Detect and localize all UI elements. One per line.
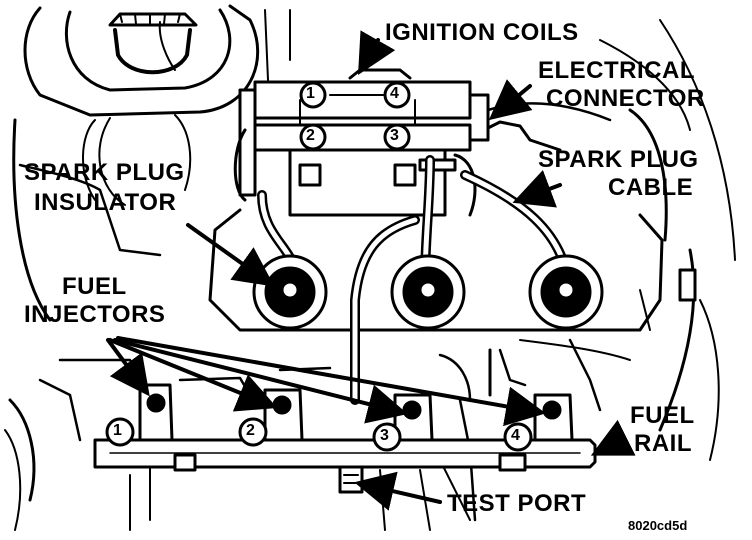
coil-number-2: 2 bbox=[306, 127, 315, 144]
label-spark-plug-insulator-line2: INSULATOR bbox=[34, 189, 177, 216]
label-electrical-connector-line2: CONNECTOR bbox=[546, 85, 705, 112]
leader-lines bbox=[106, 30, 636, 511]
coolant-reservoir bbox=[23, 4, 260, 117]
label-ignition-coils: IGNITION COILS bbox=[385, 19, 579, 46]
injector-number-2: 2 bbox=[246, 422, 255, 439]
label-spark-plug-cable-line1: SPARK PLUG bbox=[538, 146, 699, 173]
label-spark-plug-insulator-line1: SPARK PLUG bbox=[24, 159, 185, 186]
spark-plug-wells bbox=[252, 254, 604, 330]
label-test-port: TEST PORT bbox=[447, 490, 587, 517]
label-fuel-rail-line1: FUEL bbox=[630, 402, 695, 429]
fuel-rail-shape bbox=[93, 438, 597, 494]
label-electrical-connector-line1: ELECTRICAL bbox=[538, 57, 695, 84]
injector-number-4: 4 bbox=[511, 427, 520, 444]
injector-number-markers bbox=[105, 417, 533, 452]
label-fuel-rail-line2: RAIL bbox=[634, 430, 692, 457]
coil-number-1: 1 bbox=[306, 85, 315, 102]
injector-number-3: 3 bbox=[380, 427, 389, 444]
figure-code: 8020cd5d bbox=[628, 518, 688, 533]
injector-number-1: 1 bbox=[113, 422, 122, 439]
coil-number-4: 4 bbox=[390, 85, 399, 102]
coil-number-3: 3 bbox=[390, 127, 399, 144]
label-fuel-injectors-line1: FUEL bbox=[62, 273, 127, 300]
label-fuel-injectors-line2: INJECTORS bbox=[24, 301, 166, 328]
coil-number-markers bbox=[299, 81, 411, 151]
label-spark-plug-cable-line2: CABLE bbox=[608, 174, 694, 201]
